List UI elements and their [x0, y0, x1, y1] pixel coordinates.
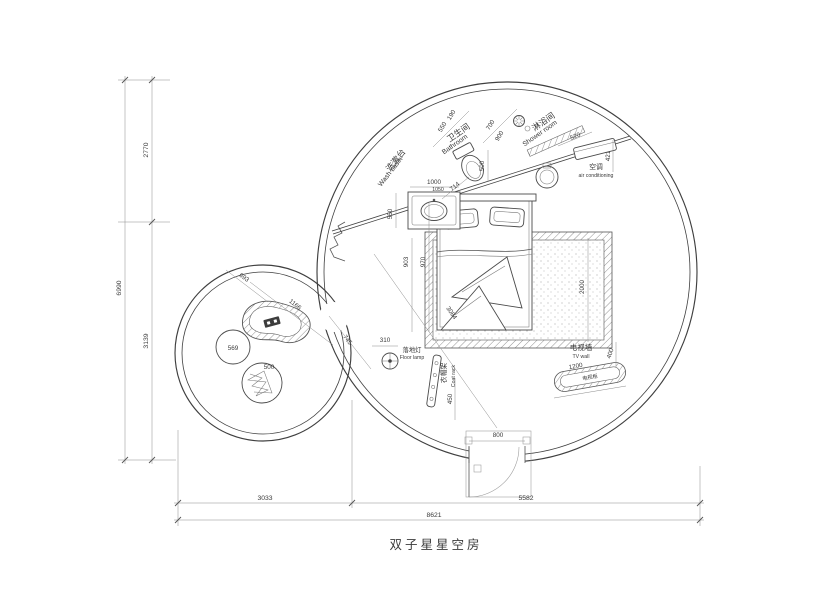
- side-table: [215, 329, 251, 365]
- kidney-table: [241, 300, 311, 344]
- dim-text-421: 421: [605, 150, 612, 161]
- dim-text-1000: 1000: [427, 179, 442, 186]
- room-label-tvwall-en: TV wall: [572, 354, 589, 360]
- room-label-coatrack-en: Coat rack: [451, 364, 457, 387]
- dim-text-310: 310: [380, 337, 391, 344]
- dim-text-800: 800: [493, 432, 504, 439]
- dim-text-1050: 1050: [432, 187, 444, 193]
- dim-text-500-pouf: 500: [264, 364, 275, 371]
- toilet: [452, 142, 484, 182]
- dimension-frame: [118, 76, 704, 526]
- room-label-ac-en: air conditioning: [579, 173, 614, 179]
- dim-text-714: 714: [449, 180, 462, 192]
- dim-text-190: 190: [446, 108, 458, 121]
- room-label-tvwall-zh: 电视墙: [570, 342, 593, 352]
- dim-text-500-toilet: 500: [479, 160, 486, 171]
- vanity-counter: [407, 191, 461, 230]
- dim-text-569: 569: [228, 345, 239, 352]
- dim-text-550-left: 550: [387, 208, 394, 219]
- blanket-fold-line: [436, 248, 533, 253]
- dim-text-903: 903: [403, 256, 410, 267]
- floor-lamp: [381, 352, 399, 370]
- steps-zigzag: [329, 221, 346, 262]
- entry-door-swing-arc: [468, 446, 520, 498]
- blanket-fold-right: [440, 285, 507, 331]
- lounge-room-inner-wall: [181, 271, 345, 435]
- round-basin: [535, 162, 559, 189]
- wall-passage-opening: [319, 302, 349, 332]
- pouf: [241, 362, 283, 404]
- tv-cabinet-label: 电视柜: [582, 372, 599, 383]
- lounge-room-outer-wall: [174, 264, 352, 442]
- dim-text-520: 520: [569, 131, 582, 142]
- dim-text-400: 400: [606, 347, 616, 360]
- door-stop: [473, 464, 482, 473]
- room-label-ac-zh: 空调: [589, 162, 603, 171]
- entry: [464, 430, 532, 498]
- dim-text-width-total: 8621: [426, 512, 441, 519]
- dim-text-700: 700: [485, 118, 497, 131]
- dim-text-height-upper: 2770: [143, 142, 150, 157]
- shower-head-icon: [513, 115, 531, 132]
- room-label-floorlamp-zh: 落地灯: [403, 345, 423, 354]
- ac-unit: [573, 138, 617, 160]
- dim-text-height-total: 6990: [116, 280, 123, 295]
- dim-text-width-left: 3033: [257, 495, 272, 502]
- dim-text-970: 970: [420, 256, 427, 267]
- tv-cabinet: 电视柜: [553, 362, 627, 392]
- room-label-floorlamp-en: Floor lamp: [400, 355, 425, 361]
- dim-text-2000: 2000: [579, 280, 586, 295]
- dim-text-height-lower: 3139: [143, 333, 150, 348]
- lounge-room-shell: [174, 264, 352, 442]
- table-centerpiece: [263, 316, 281, 328]
- coat-rack: [426, 354, 442, 408]
- shower-glass-panel: [526, 125, 586, 157]
- dim-text-900: 900: [494, 129, 506, 142]
- dim-text-width-right: 5582: [518, 495, 533, 502]
- room-label-coatrack-zh: 衣帽架: [439, 363, 448, 384]
- page-title: 双子星星空房: [389, 537, 482, 552]
- dim-text-550-top: 550: [437, 120, 449, 133]
- dim-text-1200: 1200: [568, 362, 584, 371]
- dim-text-450: 450: [447, 393, 454, 404]
- interior-dimension-lines: [225, 108, 627, 429]
- pillow-right: [489, 206, 525, 228]
- entry-vestibule: [465, 430, 532, 498]
